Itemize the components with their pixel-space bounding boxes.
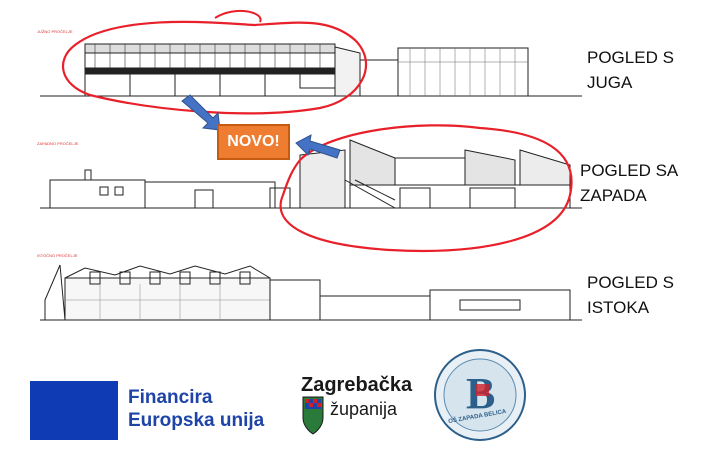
new-badge: NOVO! <box>217 124 290 160</box>
east-elevation <box>40 264 582 321</box>
highlight-circle-west <box>279 124 573 253</box>
eu-line2: Europska unija <box>128 410 265 431</box>
eu-flag-icon <box>30 381 118 440</box>
eu-line1: Financira <box>128 387 213 408</box>
arrow-from-south <box>181 94 221 131</box>
caption-east: ISTOČNO PROČELJE <box>37 253 78 258</box>
highlight-circle-south <box>61 20 368 115</box>
county-name: Zagrebačka <box>301 374 413 396</box>
arrow-from-west <box>295 134 341 159</box>
caption-west: ZAPADNO PROČELJE <box>37 141 79 146</box>
county-coat-of-arms <box>302 396 324 435</box>
new-badge-label: NOVO! <box>227 133 280 150</box>
label-south-view: POGLED S JUGA <box>587 48 674 92</box>
caption-south: JUŽNO PROČELJE <box>37 29 73 34</box>
school-logo: B <box>434 349 526 441</box>
eu-funding-text: Financira Europska unija <box>128 386 264 432</box>
county-sub: županija <box>330 399 398 419</box>
south-elevation <box>40 43 582 97</box>
label-west-view: POGLED SA ZAPADA <box>580 161 679 205</box>
west-elevation <box>40 139 582 209</box>
label-east-view: POGLED S ISTOKA <box>587 273 674 317</box>
